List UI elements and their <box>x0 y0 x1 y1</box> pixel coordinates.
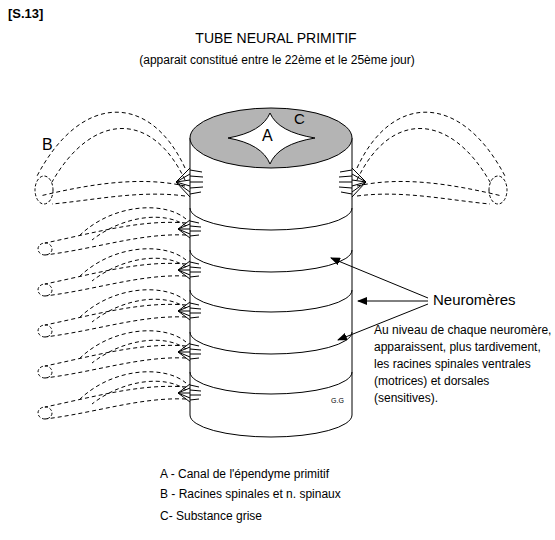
spinal-root <box>38 208 201 255</box>
key-entry: B - Racines spinales et n. spinaux <box>160 487 341 502</box>
signature: G.G <box>331 397 344 406</box>
note-text: Au niveau de chaque neuromère, apparaiss… <box>374 322 552 407</box>
neural-tube-body <box>190 138 352 437</box>
spinal-root <box>38 372 201 419</box>
diagram-title: TUBE NEURAL PRIMITIF <box>0 30 552 48</box>
spinal-root <box>35 112 203 204</box>
neuromere-label: Neuromères <box>433 291 516 310</box>
callout-letter: B <box>42 135 53 155</box>
spinal-root <box>38 249 201 296</box>
spinal-root <box>38 331 201 378</box>
callout-letter: A <box>262 126 273 146</box>
spinal-root <box>339 112 507 204</box>
key-entry: A - Canal de l'épendyme primitif <box>160 467 329 482</box>
grey-matter-section <box>190 108 352 168</box>
subtitle: (apparait constitué entre le 22ème et le… <box>0 53 554 68</box>
spinal-root <box>38 290 201 337</box>
callout-letter: C <box>294 110 305 129</box>
key-entry: C- Substance grise <box>160 509 262 524</box>
figure-number: [S.13] <box>8 6 43 22</box>
